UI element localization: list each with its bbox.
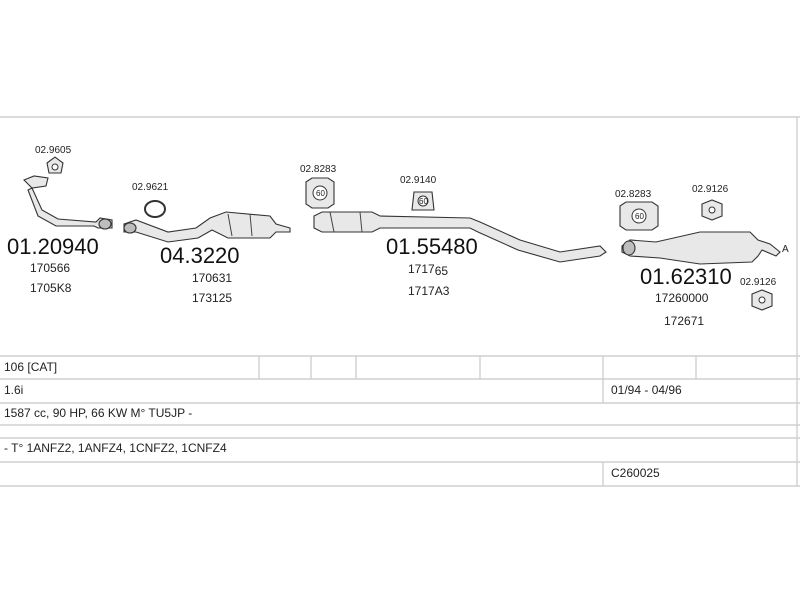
front-pipe-ref-2: 1705K8: [30, 281, 72, 295]
front-pipe-icon: [27, 187, 113, 229]
rear-silencer-icon: [621, 231, 781, 265]
rear-hanger-top[interactable]: 02.9126: [692, 184, 729, 221]
engine-spec: 1587 cc, 90 HP, 66 KW M° TU5JP -: [4, 406, 192, 420]
middle-clamp-number: 02.8283: [300, 164, 337, 175]
front-pipe-number: 01.20940: [7, 234, 99, 259]
rear-clamp-size: 60: [635, 212, 644, 221]
middle-pipe-ref-1: 171765: [408, 262, 448, 278]
gasket-ring-icon: [144, 200, 166, 218]
front-gasket-number: 02.9621: [132, 182, 169, 193]
front-pipe-flange-icon: [23, 175, 49, 189]
middle-pipe-ref-2: 1717A3: [408, 284, 450, 298]
middle-hanger[interactable]: 02.9140 60: [400, 175, 437, 211]
middle-hanger-number: 02.9140: [400, 175, 437, 186]
production-years: 01/94 - 04/96: [611, 383, 682, 397]
front-pipe[interactable]: 01.20940 170566 1705K8: [7, 175, 113, 295]
end-marker: A: [782, 244, 789, 255]
middle-pipe-number: 01.55480: [386, 234, 478, 259]
middle-clamp-size: 60: [316, 189, 325, 198]
rear-silencer-ref-1: 17260000: [655, 291, 709, 305]
vehicle-model: 106 [CAT]: [4, 360, 57, 374]
vehicle-types: - T° 1ANFZ2, 1ANFZ4, 1CNFZ2, 1CNFZ4: [4, 441, 227, 455]
rear-hanger-bottom-number: 02.9126: [740, 277, 777, 288]
middle-pipe[interactable]: 01.55480 171765 1717A3: [313, 211, 607, 298]
catalyst-number: 04.3220: [160, 243, 240, 268]
rear-hanger-bottom[interactable]: 02.9126: [740, 277, 777, 311]
system-code: C260025: [611, 466, 660, 480]
catalyst-ref-2: 173125: [192, 291, 232, 305]
rear-hanger-top-number: 02.9126: [692, 184, 729, 195]
manifold-clamp-number: 02.9605: [35, 145, 72, 156]
manifold-clamp[interactable]: 02.9605: [35, 145, 72, 174]
engine-size: 1.6i: [4, 383, 23, 397]
front-gasket[interactable]: 02.9621: [132, 182, 169, 218]
middle-clamp[interactable]: 02.8283 60: [300, 164, 337, 209]
application-table: 106 [CAT] 1.6i 01/94 - 04/96 1587 cc, 90…: [0, 355, 800, 487]
middle-hanger-size: 60: [419, 197, 428, 206]
rear-silencer[interactable]: A 01.62310 17260000 172671: [621, 231, 789, 328]
catalyst-icon: [123, 211, 291, 243]
rear-clamp[interactable]: 02.8283 60: [615, 189, 659, 231]
front-pipe-ref-1: 170566: [30, 261, 70, 275]
rear-clamp-number: 02.8283: [615, 189, 652, 200]
catalytic-converter[interactable]: 04.3220 170631 173125: [123, 211, 291, 305]
middle-silencer-icon: [313, 211, 607, 263]
rear-silencer-ref-2: 172671: [664, 314, 704, 328]
catalyst-ref-1: 170631: [192, 271, 232, 285]
rear-silencer-number: 01.62310: [640, 264, 732, 289]
